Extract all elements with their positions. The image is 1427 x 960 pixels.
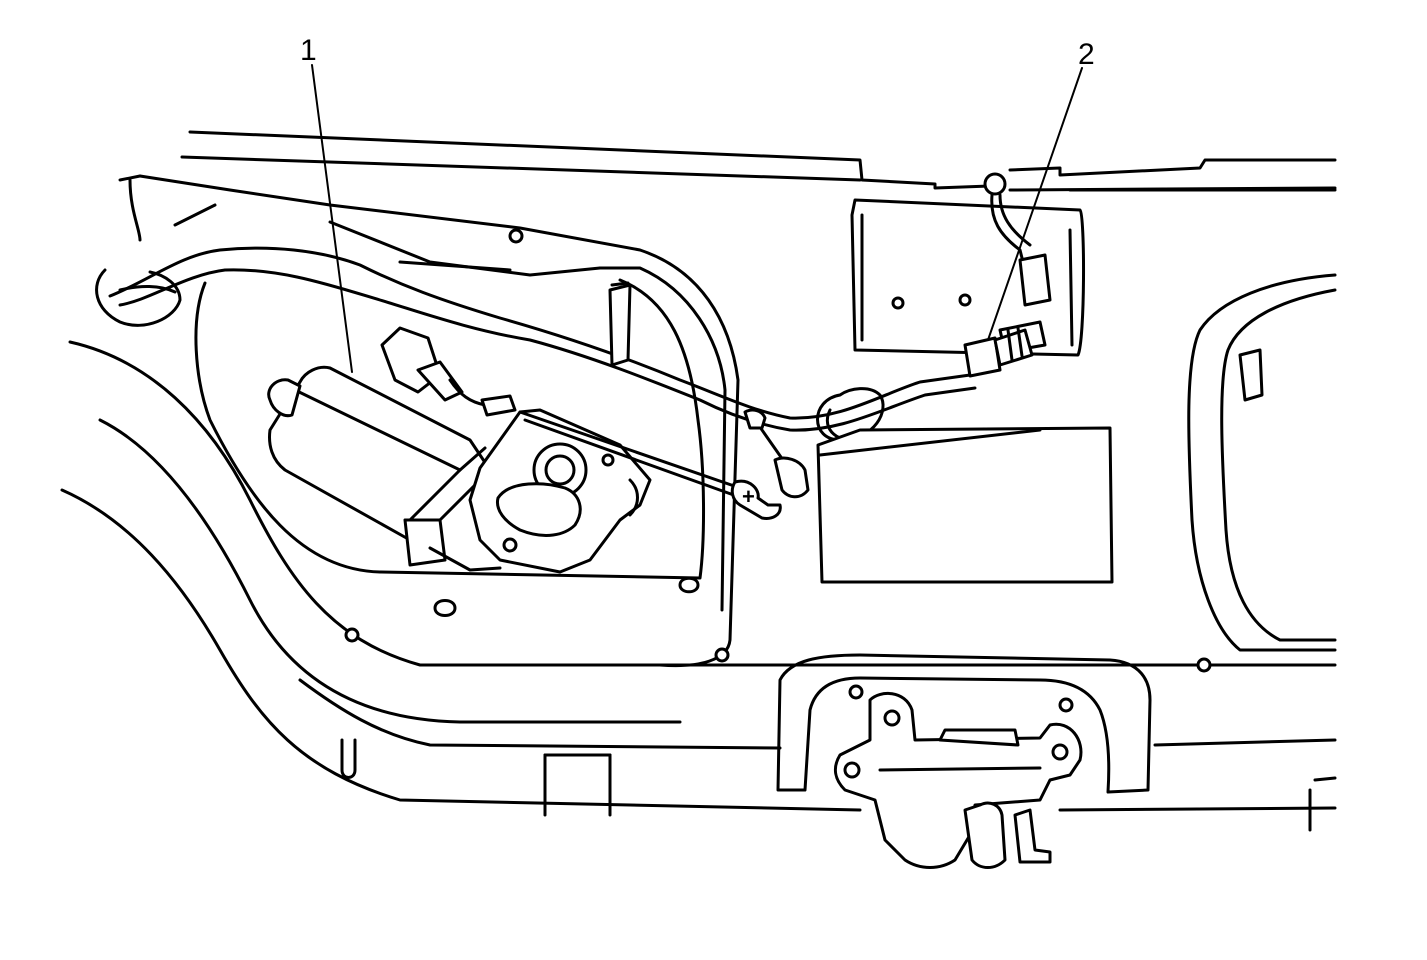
motor-cavity (118, 174, 740, 668)
wiper-motor (267, 365, 652, 574)
upper-bracket (850, 172, 1086, 357)
harness-connector (963, 326, 1034, 378)
motor-connector (380, 326, 517, 417)
callout-1: 1 (300, 34, 353, 373)
right-opening (1187, 273, 1337, 652)
lower-panel-details (340, 738, 1337, 832)
wire-harness (95, 246, 977, 442)
terminal-mark: + (742, 484, 755, 509)
callout-1-label: 1 (300, 34, 317, 67)
center-recess (816, 426, 1114, 584)
callout-2: 2 (987, 38, 1095, 341)
callout-2-label: 2 (1078, 38, 1095, 71)
panel-holes (344, 228, 1212, 673)
ground-lead: + (518, 408, 810, 520)
body-panel (60, 130, 1337, 812)
mounting-stud (608, 281, 632, 367)
latch-assembly (776, 653, 1152, 869)
